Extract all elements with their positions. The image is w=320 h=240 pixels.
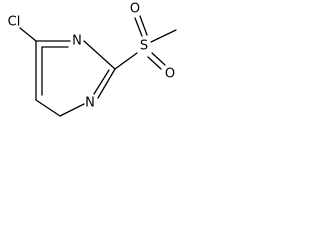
structure-canvas: Cl N N S O O xyxy=(0,0,192,128)
bond-s-ch3 xyxy=(150,29,177,43)
bond-s-o2-b xyxy=(147,56,162,70)
chemical-structure: Cl N N S O O xyxy=(8,2,177,117)
bond-c6-c5 xyxy=(35,99,61,117)
bond-s-o1-b xyxy=(139,15,148,36)
bond-c2-n1-inner xyxy=(93,69,110,95)
atom-label-o2: O xyxy=(165,67,175,82)
atom-label-n3: N xyxy=(72,34,82,49)
bond-c2-s xyxy=(114,52,138,70)
bond-n1-c6 xyxy=(59,103,85,117)
atom-label-s: S xyxy=(140,39,148,54)
atom-label-cl: Cl xyxy=(8,15,21,30)
atom-label-n1: N xyxy=(85,96,95,111)
bond-c2-n1 xyxy=(97,68,116,99)
bond-cl-c4 xyxy=(19,27,37,42)
bond-s-o1-a xyxy=(134,17,143,37)
bond-n3-c2 xyxy=(83,40,116,70)
bond-s-o2-a xyxy=(151,52,166,66)
atom-label-o1: O xyxy=(130,2,140,17)
